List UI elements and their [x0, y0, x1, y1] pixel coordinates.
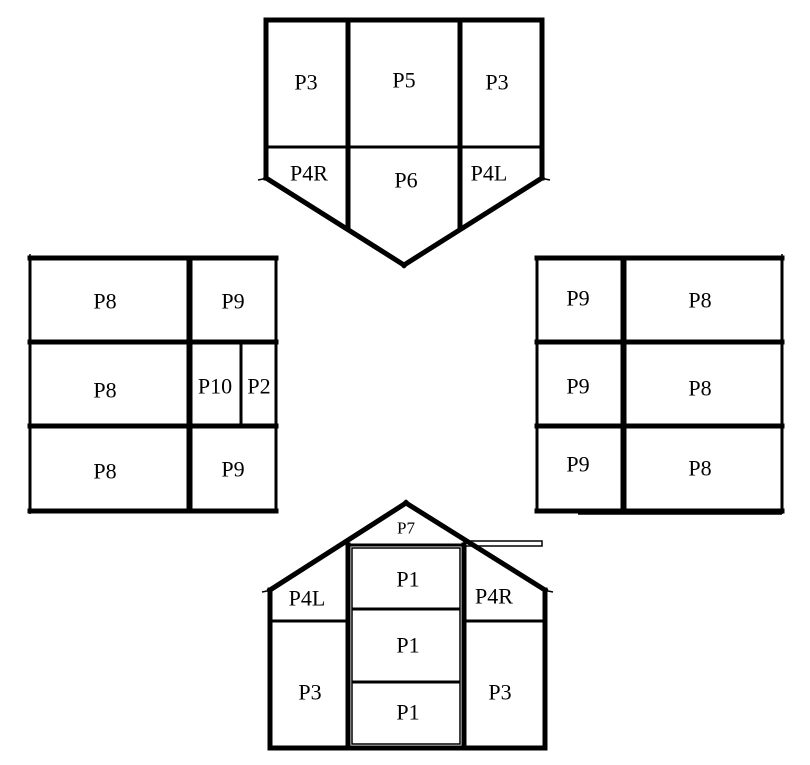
- bottom-door-panel-1-label: P1: [396, 567, 419, 592]
- right-view: P9 P8 P9 P8 P9 P8: [534, 254, 785, 515]
- top-right-lower-label: P4L: [471, 161, 508, 186]
- bottom-view: P7 P1 P1 P1 P4L P4R P3 P3: [261, 499, 554, 751]
- right-view-frame: [534, 254, 785, 515]
- right-row1-wide-label: P8: [688, 288, 711, 313]
- bottom-gable-label: P7: [397, 519, 415, 538]
- top-view-frame: [257, 17, 551, 269]
- left-view-frame: [27, 254, 279, 514]
- left-row3-narrow-label: P9: [221, 457, 244, 482]
- left-row2-wide-label: P8: [93, 378, 116, 403]
- left-row2-b-label: P2: [247, 374, 270, 399]
- left-row1-narrow-label: P9: [221, 289, 244, 314]
- right-row3-narrow-label: P9: [566, 452, 589, 477]
- bottom-door-panel-3-label: P1: [396, 700, 419, 725]
- bottom-right-gable-label: P4R: [475, 584, 513, 609]
- bottom-left-gable-label: P4L: [289, 586, 326, 611]
- left-view: P8 P9 P8 P10 P2 P8 P9: [27, 254, 279, 514]
- left-row2-a-label: P10: [198, 374, 232, 399]
- top-right-upper-label: P3: [485, 70, 508, 95]
- bottom-right-lower-label: P3: [488, 680, 511, 705]
- top-left-lower-label: P4R: [290, 161, 328, 186]
- bottom-left-lower-label: P3: [298, 680, 321, 705]
- top-left-upper-label: P3: [294, 70, 317, 95]
- bottom-door-panel-2-label: P1: [396, 633, 419, 658]
- right-row2-narrow-label: P9: [566, 374, 589, 399]
- top-center-lower-label: P6: [394, 168, 417, 193]
- top-view: P3 P5 P3 P4R P6 P4L: [257, 17, 551, 269]
- left-row3-wide-label: P8: [93, 459, 116, 484]
- top-center-upper-label: P5: [392, 68, 415, 93]
- right-row3-wide-label: P8: [688, 456, 711, 481]
- left-row1-wide-label: P8: [93, 289, 116, 314]
- right-row1-narrow-label: P9: [566, 286, 589, 311]
- right-row2-wide-label: P8: [688, 376, 711, 401]
- bottom-view-frame: [261, 499, 554, 751]
